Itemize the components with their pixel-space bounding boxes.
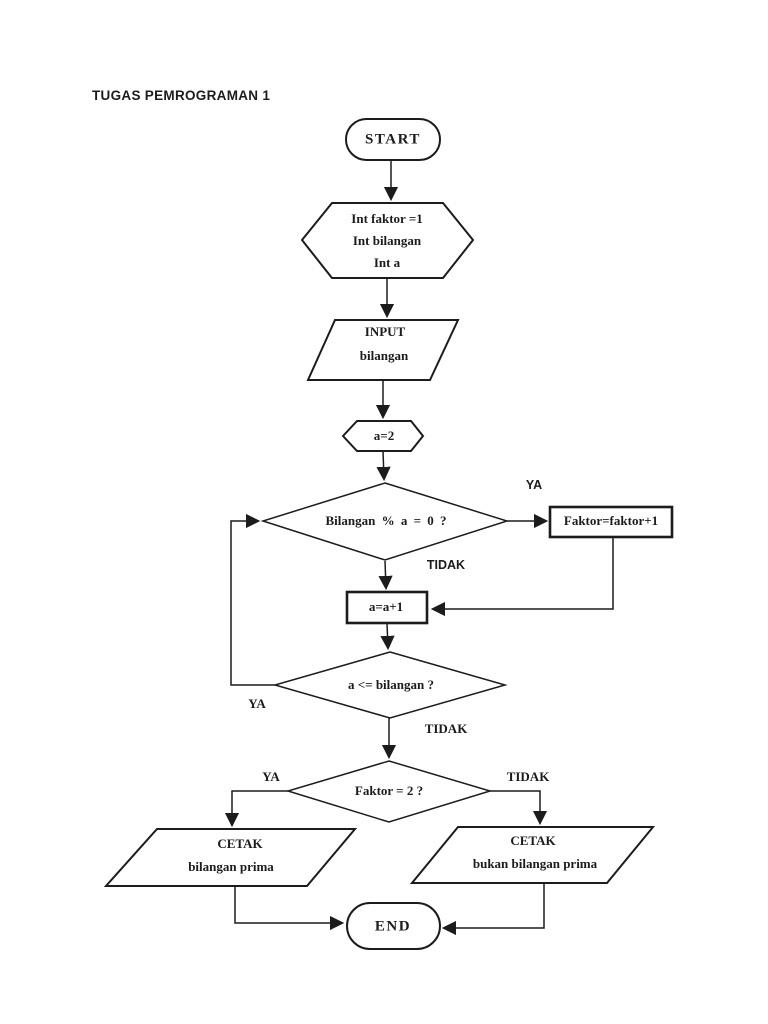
decision-loop-diamond-shape xyxy=(272,651,508,719)
edge-prime-no-to-output-not-prime xyxy=(490,790,548,826)
decision-mod-no-label: TIDAK xyxy=(426,558,466,572)
output-prime-parallelogram-shape xyxy=(103,828,358,887)
output-prime-line-1: CETAK xyxy=(217,836,263,851)
end-label: END xyxy=(374,918,412,935)
output-not-prime-line-2: bukan bilangan prima xyxy=(472,856,598,871)
declare-hexagon-shape xyxy=(300,202,475,279)
output-not-prime-parallelogram-shape xyxy=(409,826,656,884)
decision-prime-diamond-shape xyxy=(285,760,493,823)
edge-increment-a-to-decision-loop xyxy=(380,622,395,651)
decision-mod-label: Bilangan % a = 0 ? xyxy=(325,513,447,528)
increment-faktor-box-shape xyxy=(548,505,674,539)
increment-a-label: a=a+1 xyxy=(368,599,404,614)
output-not-prime-line-1: CETAK xyxy=(510,833,556,848)
decision-loop-no-label: TIDAK xyxy=(424,721,468,736)
edge-init-to-decision-mod xyxy=(376,450,391,482)
input-line-1: INPUT xyxy=(364,324,406,339)
decision-prime-no-label: TIDAK xyxy=(506,769,550,784)
edge-prime-yes-to-output-prime xyxy=(224,790,288,828)
decision-mod-diamond-shape xyxy=(260,482,510,561)
decision-mod-yes-label: YA xyxy=(525,478,543,492)
end-terminator-shape xyxy=(346,902,441,950)
output-prime-line-2: bilangan prima xyxy=(188,859,274,874)
decision-prime-yes-label: YA xyxy=(262,769,280,784)
declare-line-1: Int faktor =1 xyxy=(351,211,423,226)
page-title: TUGAS PEMROGRAMAN 1 xyxy=(92,88,271,103)
edge-output-prime-to-end xyxy=(234,886,345,931)
increment-a-box-shape xyxy=(345,590,429,625)
edge-faktor-to-increment-a xyxy=(430,538,614,617)
init-label: a=2 xyxy=(373,428,395,443)
decision-loop-yes-label: YA xyxy=(248,696,266,711)
start-label: START xyxy=(365,131,421,148)
start-terminator-shape xyxy=(345,118,441,161)
increment-faktor-label: Faktor=faktor+1 xyxy=(563,513,659,528)
edge-loop-yes-back-to-decision-mod xyxy=(230,513,275,686)
edge-mod-no-to-increment-a xyxy=(378,560,393,591)
declare-line-2: Int bilangan xyxy=(352,233,422,248)
decision-loop-label: a <= bilangan ? xyxy=(348,677,434,692)
input-line-2: bilangan xyxy=(359,348,409,363)
init-hexagon-shape xyxy=(341,420,425,452)
declare-line-3: Int a xyxy=(373,255,401,270)
input-parallelogram-shape xyxy=(306,319,460,381)
edge-output-not-prime-to-end xyxy=(441,883,545,936)
decision-prime-label: Faktor = 2 ? xyxy=(354,783,424,798)
